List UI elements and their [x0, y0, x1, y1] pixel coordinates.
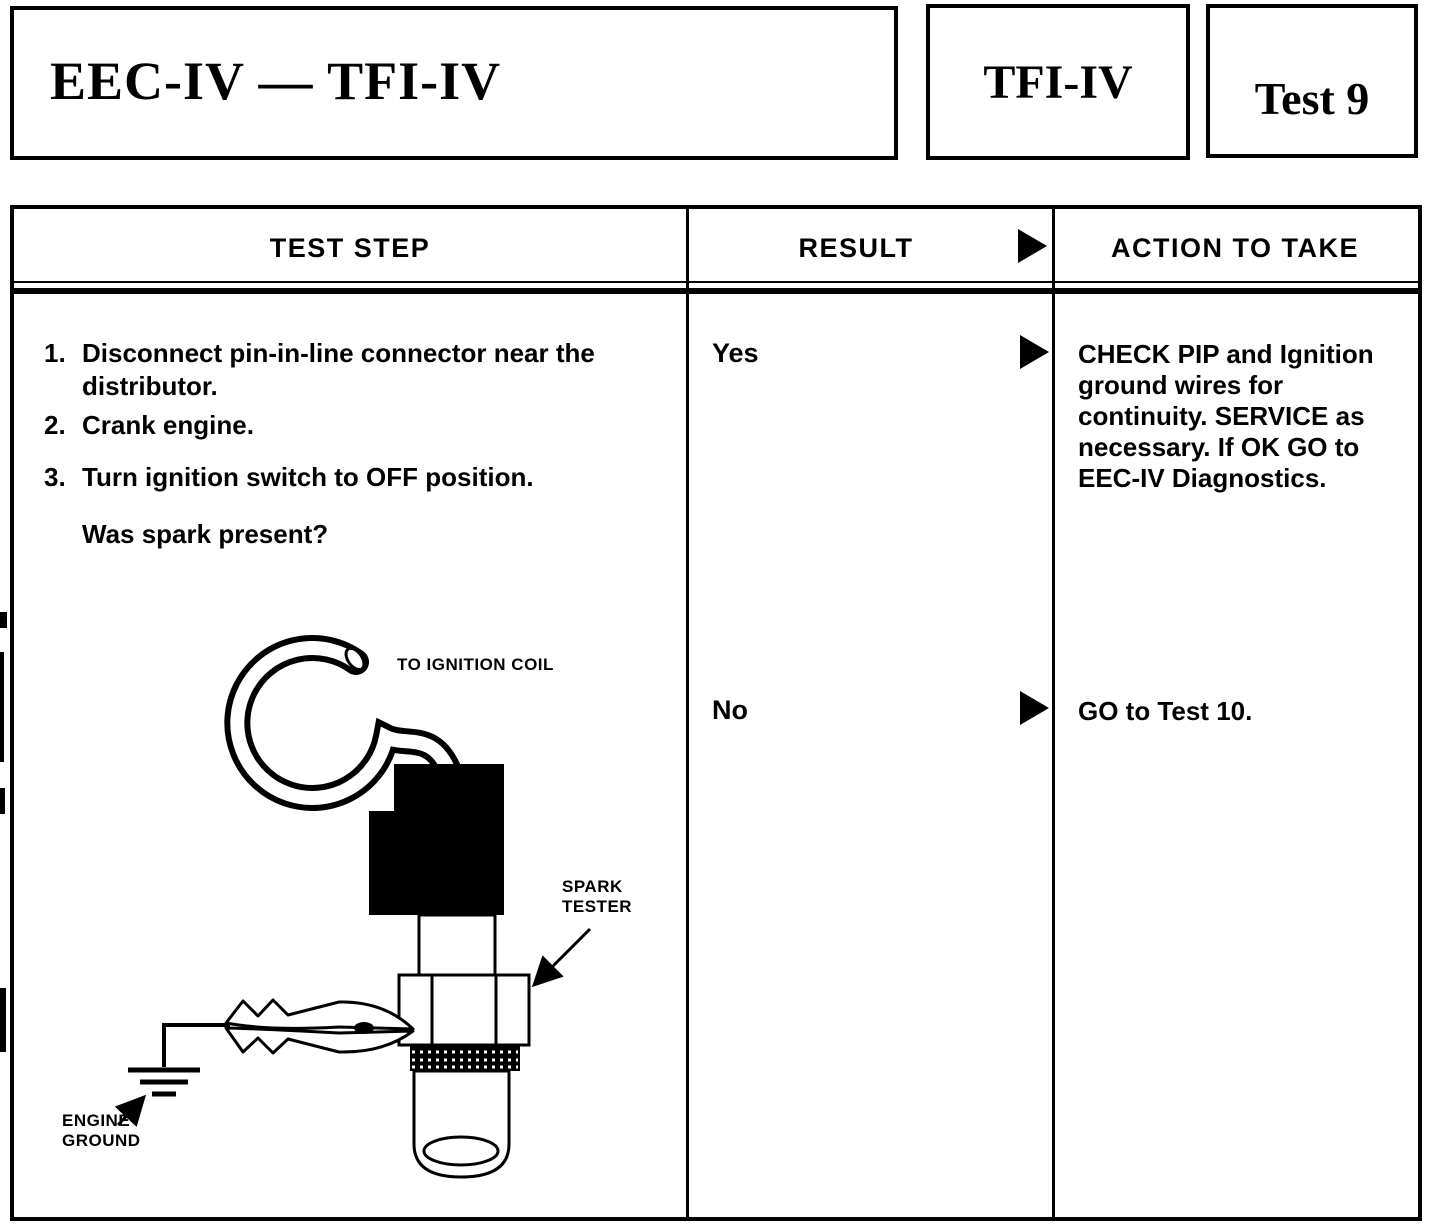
- test-table: TEST STEP RESULT ACTION TO TAKE 1. Disco…: [10, 205, 1422, 1221]
- test-step-row: 2. Crank engine.: [44, 409, 254, 442]
- test-number-box: Test 9: [1206, 4, 1418, 158]
- header-rule-thick: [14, 288, 1418, 294]
- column-header-action: ACTION TO TAKE: [1111, 233, 1359, 263]
- test-step-row: 1. Disconnect pin-in-line connector near…: [44, 337, 639, 403]
- scan-artifact: [0, 988, 6, 1052]
- column-divider: [686, 209, 689, 1217]
- action-no: GO to Test 10.: [1078, 696, 1253, 726]
- step-text: Disconnect pin-in-line connector near th…: [82, 338, 595, 401]
- test-step-row: 3. Turn ignition switch to OFF position.: [44, 461, 534, 494]
- label-spark-tester: SPARK TESTER: [562, 877, 633, 916]
- scan-artifact: [0, 652, 4, 762]
- system-badge-box: TFI-IV: [926, 4, 1190, 160]
- header-rule-thin: [14, 281, 1418, 283]
- step-number: 2.: [44, 410, 66, 440]
- spark-tester-diagram: TO IGNITION COIL SPARK TESTER ENGINE GRO…: [34, 629, 679, 1214]
- test-question: Was spark present?: [82, 519, 329, 549]
- step-text: Crank engine.: [82, 410, 254, 440]
- step-text: Turn ignition switch to OFF position.: [82, 462, 534, 492]
- column-header-result: RESULT: [798, 233, 914, 263]
- arrow-right-icon: [1020, 691, 1049, 725]
- system-badge: TFI-IV: [983, 55, 1133, 109]
- scan-artifact: [0, 788, 5, 814]
- action-yes: CHECK PIP and Ignition ground wires for …: [1078, 339, 1374, 493]
- label-engine-ground: ENGINE GROUND: [62, 1111, 141, 1150]
- step-number: 3.: [44, 462, 66, 492]
- result-yes: Yes: [712, 338, 759, 368]
- column-header-test-step: TEST STEP: [269, 233, 431, 263]
- page-title-box: EEC-IV — TFI-IV: [10, 6, 898, 160]
- label-to-ignition-coil: TO IGNITION COIL: [397, 655, 554, 674]
- arrow-right-icon: [1018, 229, 1047, 263]
- result-no: No: [712, 695, 748, 725]
- arrow-right-icon: [1020, 335, 1049, 369]
- spark-tester-illustration: [114, 635, 592, 1179]
- step-number: 1.: [44, 338, 66, 368]
- page-title: EEC-IV — TFI-IV: [50, 51, 502, 111]
- scan-artifact: [0, 612, 7, 628]
- column-divider: [1052, 209, 1055, 1217]
- test-number-badge: Test 9: [1254, 72, 1370, 124]
